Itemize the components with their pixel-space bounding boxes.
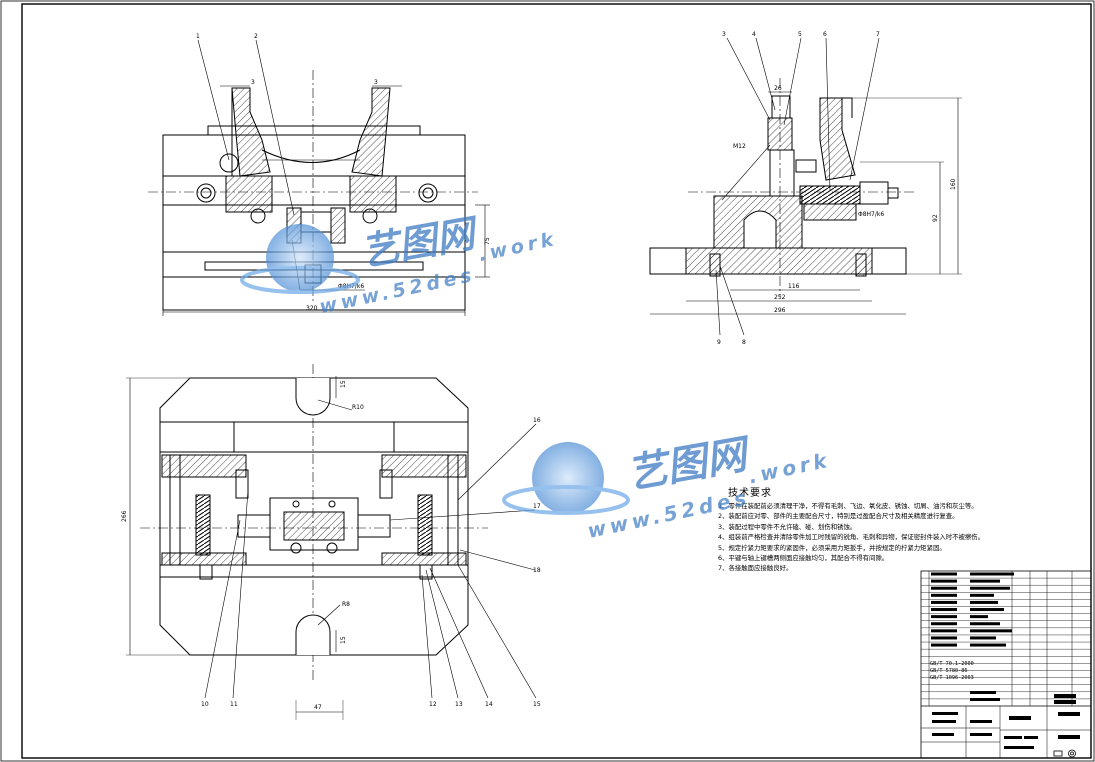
front-view (148, 39, 490, 316)
bom-cell-fill (931, 643, 957, 647)
callout-18: 18 (533, 567, 541, 574)
bom-cell-fill (931, 593, 957, 597)
bom-cell-fill (931, 629, 957, 633)
requirement-line-1: 1、零件在装配前必须清理干净，不得有毛刺、飞边、氧化皮、锈蚀、切屑、油污和灰尘等… (718, 502, 978, 510)
callout-3-right: 3 (374, 79, 378, 86)
standards-column: GB/T 70.1-2000 GB/T 5780-86 GB/T 1096-20… (930, 661, 974, 681)
callout-16: 16 (533, 417, 541, 424)
bom-cell-fill (970, 600, 998, 604)
plan-view (126, 364, 537, 720)
side-dim-top-width: 26 (774, 85, 782, 92)
bom-cell-fill (970, 629, 1012, 633)
callout-3-side: 3 (722, 31, 726, 38)
bom-cell-fill (931, 600, 957, 604)
callout-5: 5 (798, 31, 802, 38)
bom-cell-fill (970, 643, 1006, 647)
callout-3-left: 3 (251, 79, 255, 86)
plan-dim-slot-top: 15 (340, 380, 347, 388)
bom-cell-fill (970, 608, 1004, 612)
watermark-globe-icon (240, 224, 360, 294)
callout-15: 15 (533, 701, 541, 708)
callout-8: 8 (742, 339, 746, 346)
standard-2: GB/T 5780-86 (930, 668, 967, 674)
callout-9: 9 (717, 339, 721, 346)
bom-cell-fill (970, 636, 996, 640)
bom-cell-fill (970, 593, 994, 597)
side-dim-w1: 116 (788, 283, 800, 290)
plan-dim-r1: R10 (352, 404, 364, 411)
side-dim-fit: Φ8H7/k6 (858, 211, 884, 218)
bom-rows (921, 572, 1091, 700)
bom-cell-fill (970, 622, 1000, 626)
bom-cell-fill (970, 586, 1010, 590)
callout-7: 7 (876, 31, 880, 38)
watermark-globe-icon-2 (502, 442, 630, 515)
bom-cell-fill (931, 636, 957, 640)
standard-3: GB/T 1096-2003 (930, 675, 974, 681)
side-view (649, 37, 962, 336)
callout-14: 14 (485, 701, 493, 708)
side-view-labels: 3 4 5 6 7 9 8 26 M12 Φ8H7/k6 116 252 296… (717, 31, 957, 346)
technical-requirements-title: 技术要求 (728, 488, 772, 499)
requirement-line-3: 3、装配过程中零件不允许磕、碰、划伤和锈蚀。 (718, 522, 857, 531)
side-dim-thread: M12 (733, 143, 746, 150)
bom-cell-fill (970, 615, 988, 619)
requirement-line-5: 5、规定拧紧力矩要求的紧固件，必须采用力矩扳手，并按规定的拧紧力矩紧固。 (718, 543, 946, 552)
bom-cell-fill (970, 579, 1000, 583)
callout-13: 13 (455, 701, 463, 708)
callout-17: 17 (533, 503, 541, 510)
projection-symbol-icon (1053, 749, 1076, 758)
bom-cell-fill (931, 615, 957, 619)
bom-cell-fill (970, 572, 1014, 576)
plan-dim-bottom: 47 (314, 704, 322, 711)
bom-cell-fill (931, 608, 957, 612)
title-block (920, 570, 1092, 759)
bom-cell-fill (931, 586, 957, 590)
requirement-line-6: 6、平键与轴上键槽两侧面应接触均匀，其配合不得有间隙。 (718, 554, 889, 563)
side-dim-w3: 296 (774, 307, 786, 314)
front-dim-height: 75 (484, 237, 491, 245)
requirement-line-2: 2、装配前应对零、部件的主要配合尺寸，特别是过盈配合尺寸及相关精度进行复查。 (718, 512, 959, 521)
requirement-line-4: 4、组装前严格检查并清除零件加工时残留的锐角、毛刺和异物，保证密封件装入时不被擦… (718, 533, 985, 542)
side-dim-h2: 160 (950, 178, 957, 190)
callout-2: 2 (254, 33, 258, 40)
plan-dim-height: 266 (121, 510, 128, 522)
callout-4: 4 (752, 31, 756, 38)
callout-6: 6 (823, 31, 827, 38)
standard-1: GB/T 70.1-2000 (930, 661, 974, 667)
side-dim-h1: 92 (932, 214, 939, 222)
callout-10: 10 (201, 701, 209, 708)
plan-dim-r2: R8 (342, 601, 350, 608)
plan-dim-slot-bottom: 15 (340, 636, 347, 644)
plan-view-labels: 10 11 12 13 14 15 16 17 18 266 15 15 R10… (121, 380, 541, 711)
technical-requirements: 技术要求 1、零件在装配前必须清理干净，不得有毛刺、飞边、氧化皮、锈蚀、切屑、油… (718, 484, 985, 574)
bom-cell-fill (931, 579, 957, 583)
callout-12: 12 (429, 701, 437, 708)
bom-cell-fill (931, 622, 957, 626)
callout-1: 1 (196, 33, 200, 40)
bom-cell-fill (931, 572, 957, 576)
title-block-fills (932, 691, 1080, 749)
requirement-line-7: 7、各接触面应接触良好。 (718, 564, 793, 573)
side-dim-w2: 252 (774, 294, 786, 301)
front-dim-width: 320 (306, 305, 318, 312)
callout-11: 11 (230, 701, 238, 708)
